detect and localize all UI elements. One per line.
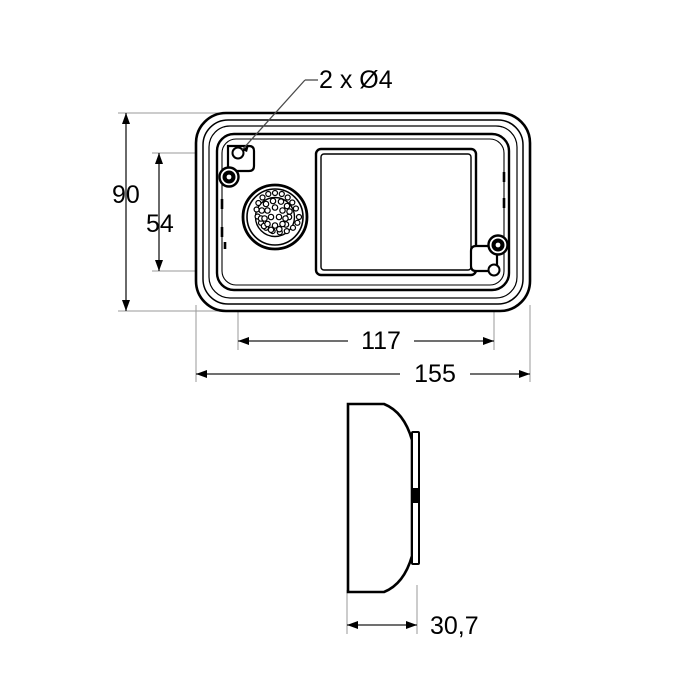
mounting-pocket-top-left <box>226 144 256 173</box>
speaker-grille <box>241 183 309 251</box>
side-view <box>346 402 420 594</box>
dimension-label-155: 155 <box>414 360 456 388</box>
dim-arrow-117-right <box>483 337 494 345</box>
front-view <box>194 111 532 313</box>
dim-arrow-54-bottom <box>155 260 163 271</box>
enclosure-shell-line-3 <box>208 125 518 299</box>
leader-line <box>241 79 306 151</box>
enclosure-inner-face-line-2 <box>221 138 505 286</box>
dimension-label-54: 54 <box>146 210 174 238</box>
dim-arrow-54-top <box>155 153 163 164</box>
enclosure-shell-line-2 <box>202 119 524 305</box>
display-window-inner <box>320 153 472 271</box>
dim-arrow-depth-left <box>347 621 358 629</box>
dimension-height-overall <box>122 113 130 311</box>
dimension-depth <box>347 621 417 629</box>
dim-arrow-90-bottom <box>122 300 130 311</box>
leader-arrowhead <box>242 145 249 152</box>
dim-arrow-155-right <box>519 370 530 378</box>
dim-arrow-117-left <box>238 337 249 345</box>
dim-arrow-155-left <box>196 370 207 378</box>
edge-tick-marks-left <box>220 199 227 249</box>
fastener-bottom-right <box>487 234 509 256</box>
dimension-height-inner <box>155 153 163 271</box>
fastener-center-left <box>226 174 232 180</box>
fastener-top-left <box>218 166 240 188</box>
mounting-hole-bottom-right <box>487 263 501 277</box>
dimension-width-inner <box>238 327 494 354</box>
hole-callout-leader <box>241 79 318 152</box>
mounting-hole-top-left <box>231 146 245 160</box>
dimension-label-90: 90 <box>112 181 140 209</box>
dimension-label-117: 117 <box>361 327 401 355</box>
fastener-center-right <box>495 242 501 248</box>
dim-label-mask-155 <box>400 360 470 387</box>
side-profile-body <box>346 402 414 594</box>
side-connector-strip <box>411 431 420 565</box>
dim-label-mask-117 <box>348 327 414 354</box>
dimension-width-overall <box>196 360 530 387</box>
dimension-label-depth: 30,7 <box>430 612 479 640</box>
hole-callout-label: 2 x Ø4 <box>319 66 393 94</box>
dim-arrow-90-top <box>122 113 130 124</box>
speaker-holes <box>253 189 303 236</box>
dim-arrow-depth-right <box>406 621 417 629</box>
side-connector-notch <box>412 488 419 503</box>
